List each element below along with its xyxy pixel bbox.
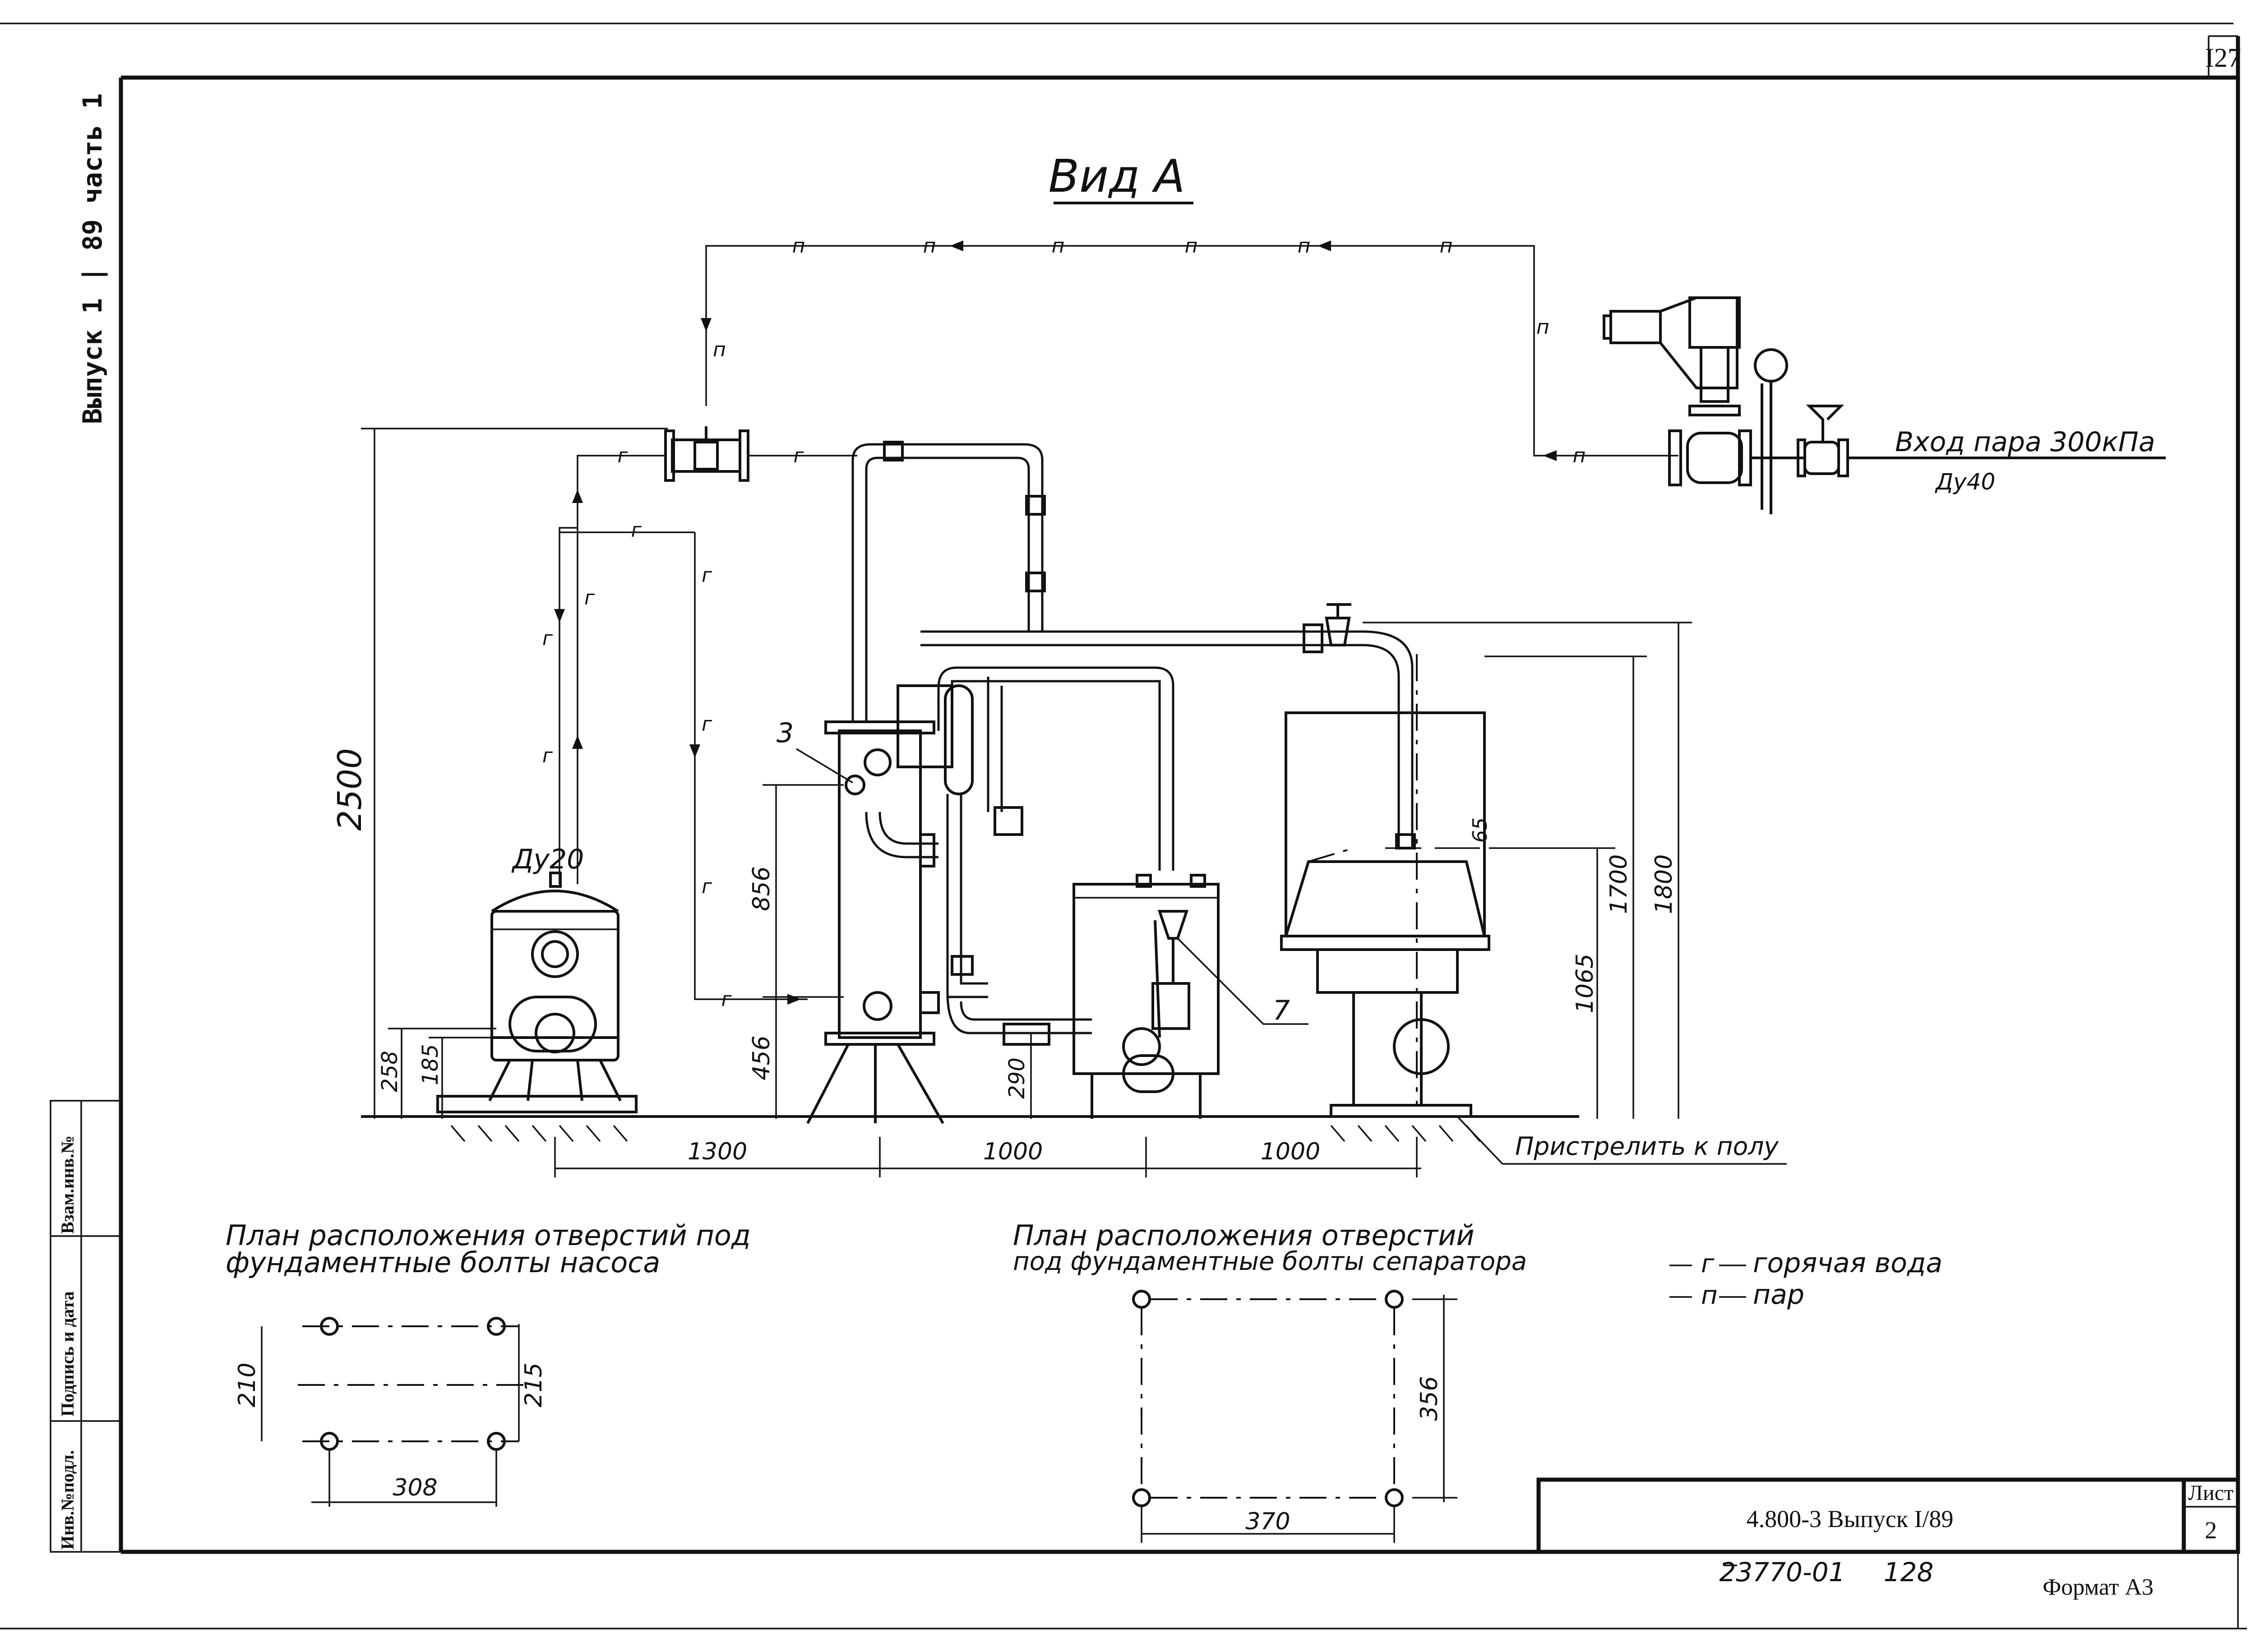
steam-code-label: п (1440, 235, 1453, 258)
steam-code-label: п (792, 235, 805, 258)
plan-separator-title-1: План расположения отверстий (1013, 1219, 1475, 1252)
dim-290: 290 (1004, 1057, 1030, 1099)
side-stamp: Выпуск 1 | 89 часть 1 (77, 93, 108, 424)
floor-note: Пристрелить к полу (1515, 1132, 1779, 1161)
dimension-lines (361, 428, 1692, 1177)
water-code-label: г (617, 444, 628, 467)
plan-separator-title-2: под фундаментные болты сепаратора (1013, 1247, 1527, 1276)
dim-1700: 1700 (1605, 854, 1632, 914)
dim-65: 65 (1469, 817, 1492, 843)
floor-note-leader (1456, 1116, 1503, 1165)
dim-1800: 1800 (1650, 854, 1678, 914)
pump-inlet-size: Ду20 (511, 844, 584, 875)
legend: г горячая вода п пар (1669, 1247, 1942, 1311)
dim-2500: 2500 (331, 748, 369, 831)
archive-page-number: 128 (1884, 1557, 1934, 1587)
archive-number: 23770-01 (1719, 1557, 1845, 1587)
plan-separator-bolt-layout (1132, 1290, 1457, 1543)
dim-1065: 1065 (1572, 954, 1599, 1013)
dim-1300: 1300 (688, 1138, 747, 1165)
steam-inlet-label: Вход пара 300кПа (1895, 426, 2155, 458)
water-code-label: г (584, 586, 595, 609)
plan-pump-dim-210: 210 (234, 1362, 261, 1407)
water-code-label: г (631, 519, 642, 542)
plan-pump-title-2: фундаментные болты насоса (226, 1246, 660, 1279)
plan-pump-bolt-layout (261, 1317, 528, 1507)
title-block-sheet-label: Лист (2188, 1481, 2234, 1505)
hot-water-line-labels: г г г г г г г г г г (542, 444, 804, 1011)
item-label-3: 3 (777, 717, 794, 749)
dim-258: 258 (377, 1051, 402, 1092)
plan-separator-dim-370: 370 (1245, 1508, 1290, 1535)
side-table-inv-no: Инв.№подл. (57, 1450, 78, 1550)
item-3-leader (796, 748, 853, 784)
floor-line (361, 1115, 1579, 1142)
corner-sheet-number: I27 (2205, 43, 2241, 73)
water-code-label: г (721, 988, 732, 1011)
steam-line-labels: п п п п п п п п п (713, 235, 1586, 467)
dim-456: 456 (748, 1035, 775, 1080)
tank-unit (1073, 874, 1220, 1119)
legend-steam-text: пар (1753, 1279, 1804, 1311)
pump-unit (436, 872, 638, 1113)
dim-1000-a: 1000 (983, 1138, 1043, 1165)
steam-code-label: п (1536, 316, 1549, 339)
hot-water-lines (554, 455, 857, 1005)
plan-pump-dim-215: 215 (520, 1362, 547, 1407)
view-title: Вид А (1049, 150, 1185, 203)
water-heater (806, 441, 1414, 1124)
steam-code-label: п (923, 235, 936, 258)
side-table-replacement-inv: Взам.инв.№ (57, 1135, 78, 1234)
plan-separator-dim-356: 356 (1416, 1376, 1443, 1421)
legend-steam-code: п (1701, 1281, 1718, 1310)
steam-line (701, 240, 1678, 461)
dim-1000-b: 1000 (1261, 1138, 1320, 1165)
water-code-label: г (542, 744, 553, 767)
steam-control-valve-assembly (1603, 296, 2166, 514)
steam-code-label: п (1298, 235, 1311, 258)
plan-pump-dim-308: 308 (393, 1474, 437, 1501)
steam-inlet-size: Ду40 (1935, 469, 1995, 495)
item-7-leader (1177, 937, 1308, 1025)
separator-unit (1280, 654, 1490, 1118)
dim-856: 856 (748, 866, 775, 911)
water-code-label: г (702, 713, 712, 736)
side-table-signature-date: Подпись и дата (57, 1291, 78, 1417)
water-code-label: г (542, 627, 553, 650)
title-block-designation: 4.800-3 Выпуск I/89 (1747, 1505, 1954, 1532)
water-code-label: г (702, 564, 712, 587)
steam-code-label: п (1185, 235, 1198, 258)
title-block-sheet-number: 2 (2205, 1517, 2217, 1544)
plan-pump-title-1: План расположения отверстий под (226, 1219, 751, 1252)
mixer-injector (664, 426, 749, 482)
format-label: Формат А3 (2043, 1574, 2154, 1600)
steam-code-label: п (1052, 235, 1065, 258)
legend-water-text: горячая вода (1753, 1247, 1942, 1279)
side-approval-table: Инв.№подл. Подпись и дата Взам.инв.№ (50, 1100, 122, 1553)
water-code-label: г (702, 875, 712, 898)
item-label-7: 7 (1273, 995, 1290, 1026)
title-block (1536, 1477, 2240, 1554)
water-code-label: г (793, 444, 804, 467)
legend-water-code: г (1701, 1249, 1715, 1278)
steam-code-label: п (713, 338, 726, 361)
steam-code-label: п (1573, 444, 1586, 467)
dim-185: 185 (418, 1044, 443, 1085)
drawing-frame (119, 35, 2240, 1554)
